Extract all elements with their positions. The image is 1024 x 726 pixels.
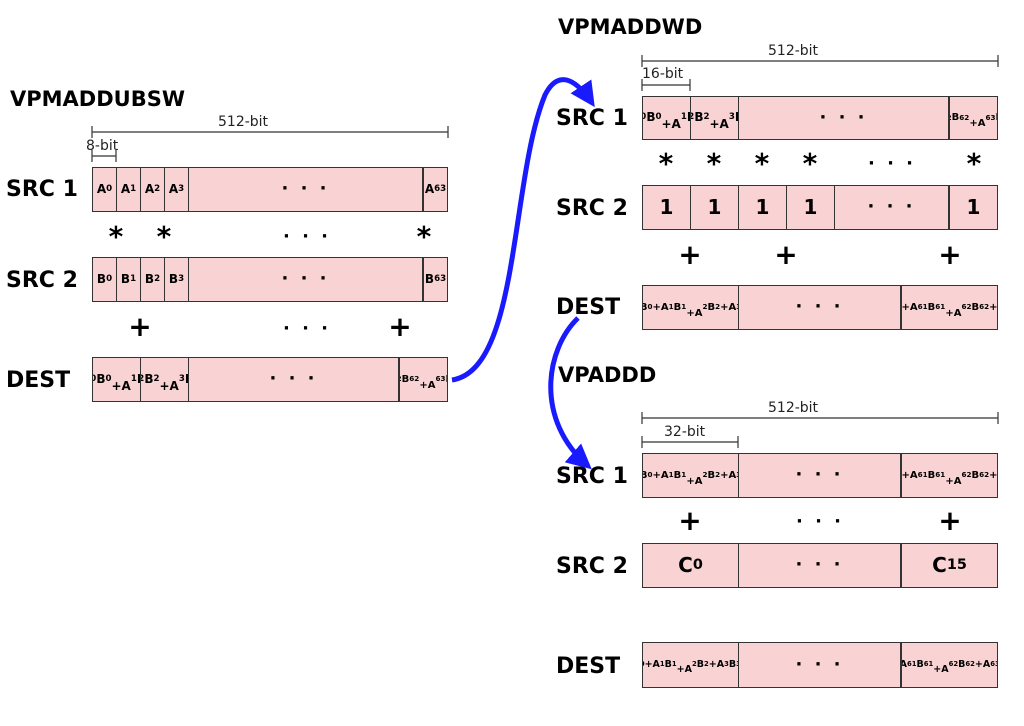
vpaddd-title: VPADDD (558, 363, 657, 387)
op-ellipsis: · · · (282, 226, 332, 247)
br-src1-label: SRC 1 (556, 464, 628, 489)
tr-elem-label: 16-bit (642, 66, 684, 82)
left-dest-label: DEST (6, 368, 71, 393)
register-cell-ellipsis: · · · (189, 168, 423, 211)
left-elem-bracket (91, 150, 117, 162)
multiply-op: * (802, 147, 818, 180)
register-cell-ellipsis: · · · (739, 454, 901, 497)
register-cell: 1 (787, 186, 835, 229)
register-cell: 1 (643, 186, 691, 229)
tr-elem-bracket (641, 79, 691, 91)
tr-width-bracket (641, 55, 999, 67)
br-elem-bracket (641, 436, 739, 448)
add-op: + (938, 238, 962, 271)
multiply-op: * (966, 147, 982, 180)
vpmaddwd-title: VPMADDWD (558, 15, 703, 39)
add-op: + (678, 238, 702, 271)
multiply-op: * (108, 220, 124, 253)
register-cell: 1 (691, 186, 739, 229)
left-src1-label: SRC 1 (6, 177, 78, 202)
multiply-op: * (706, 147, 722, 180)
register-cell-ellipsis: · · · (189, 358, 399, 401)
add-op: + (128, 310, 152, 343)
left-width-bracket (91, 126, 449, 138)
tr-src2-label: SRC 2 (556, 196, 628, 221)
multiply-op: * (156, 220, 172, 253)
register-cell-ellipsis: · · · (739, 286, 901, 329)
left-elem-label: 8-bit (86, 138, 119, 154)
tr-dest-label: DEST (556, 295, 621, 320)
register-cell: 1 (949, 186, 997, 229)
register-cell-ellipsis: · · · (835, 186, 949, 229)
tr-src1-label: SRC 1 (556, 106, 628, 131)
op-ellipsis: · · · (282, 318, 332, 339)
register-cell-ellipsis: · · · (739, 97, 949, 139)
br-elem-label: 32-bit (664, 424, 706, 440)
tr-src2-register: 1 1 1 1 · · · 1 (642, 185, 998, 230)
register-cell: 1 (739, 186, 787, 229)
multiply-op: * (416, 220, 432, 253)
register-cell-ellipsis: · · · (739, 643, 901, 687)
op-ellipsis: · · · (795, 511, 845, 532)
br-width-bracket (641, 412, 999, 424)
add-op: + (388, 310, 412, 343)
op-ellipsis: · · · (867, 153, 917, 174)
br-width-label: 512-bit (768, 400, 819, 416)
register-cell-ellipsis: · · · (739, 544, 901, 587)
br-src2-label: SRC 2 (556, 554, 628, 579)
left-src2-label: SRC 2 (6, 268, 78, 293)
multiply-op: * (658, 147, 674, 180)
arrow-to-vpmaddwd (451, 77, 595, 383)
multiply-op: * (754, 147, 770, 180)
arrow-to-vpaddd (548, 316, 592, 470)
add-op: + (774, 238, 798, 271)
add-op: + (678, 504, 702, 537)
vpmaddubsw-title: VPMADDUBSW (10, 87, 186, 111)
br-dest-label: DEST (556, 654, 621, 679)
add-op: + (938, 504, 962, 537)
register-cell-ellipsis: · · · (189, 258, 423, 301)
tr-width-label: 512-bit (768, 43, 819, 59)
left-width-label: 512-bit (218, 114, 269, 130)
